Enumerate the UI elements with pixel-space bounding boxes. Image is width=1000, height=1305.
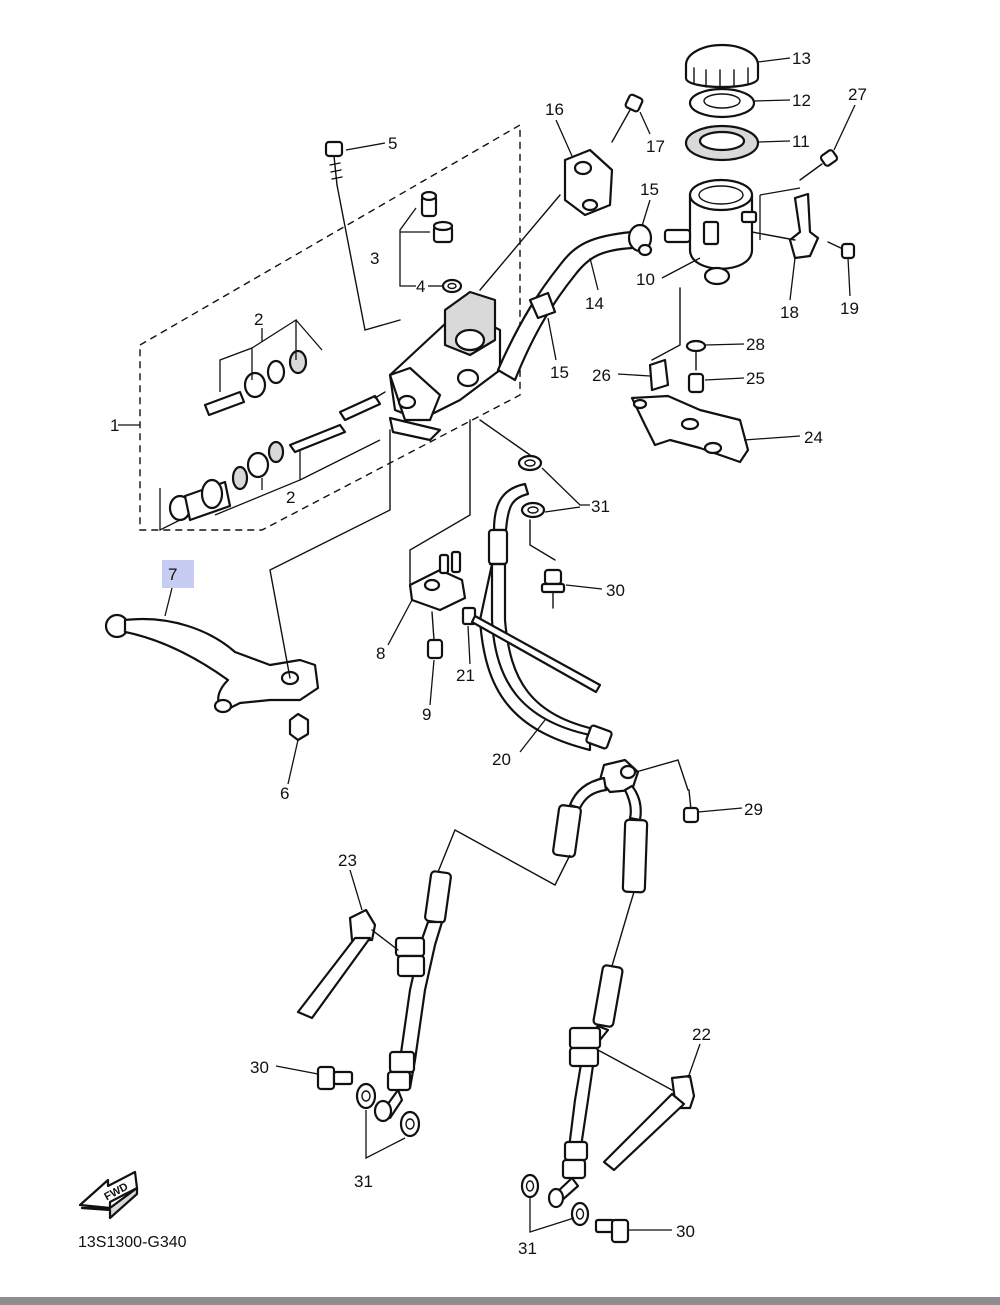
part-23-hose-guide-left [296, 908, 399, 1020]
part-17-bolt [611, 93, 644, 143]
callout-2-upper[interactable]: 2 [254, 310, 263, 329]
part-3-fittings [420, 190, 454, 244]
part-19-bolt [827, 241, 856, 260]
callout-17[interactable]: 17 [646, 137, 665, 156]
part-4-washer [441, 278, 463, 294]
callout-7-highlight [162, 560, 194, 588]
callout-25[interactable]: 25 [746, 369, 765, 388]
part-23-brake-hose-left [373, 776, 608, 1123]
callout-10[interactable]: 10 [636, 270, 655, 289]
callout-2-lower[interactable]: 2 [286, 488, 295, 507]
callout-27[interactable]: 27 [848, 85, 867, 104]
callout-30-right[interactable]: 30 [676, 1222, 695, 1241]
part-26-bracket-plate [648, 358, 670, 392]
callout-5[interactable]: 5 [388, 134, 397, 153]
part-13-cap [684, 43, 760, 89]
callout-31-right[interactable]: 31 [518, 1239, 537, 1258]
part-22-hose-guide-right [597, 1049, 696, 1172]
callout-30-left[interactable]: 30 [250, 1058, 269, 1077]
callout-16[interactable]: 16 [545, 100, 564, 119]
callout-26[interactable]: 26 [592, 366, 611, 385]
callout-30-upper[interactable]: 30 [606, 581, 625, 600]
callout-22[interactable]: 22 [692, 1025, 711, 1044]
callout-24[interactable]: 24 [804, 428, 823, 447]
callout-14[interactable]: 14 [585, 294, 604, 313]
callout-20[interactable]: 20 [492, 750, 511, 769]
callout-29[interactable]: 29 [744, 800, 763, 819]
callout-23[interactable]: 23 [338, 851, 357, 870]
callout-21[interactable]: 21 [456, 666, 475, 685]
part-7-brake-lever [104, 613, 320, 714]
callout-3[interactable]: 3 [370, 249, 379, 268]
part-31-washers-left [355, 1082, 421, 1138]
part-22-brake-hose-right [547, 784, 649, 1209]
fwd-direction-arrow-icon: FWD [78, 1170, 139, 1220]
part-30-union-bolt-upper [540, 568, 566, 609]
part-16-clamp [563, 148, 614, 217]
part-12-diaphragm-plate [688, 87, 756, 119]
callout-8[interactable]: 8 [376, 644, 385, 663]
callout-28[interactable]: 28 [746, 335, 765, 354]
callout-19[interactable]: 19 [840, 299, 859, 318]
callout-15-lower[interactable]: 15 [550, 363, 569, 382]
callout-18[interactable]: 18 [780, 303, 799, 322]
part-24-mount-bracket [630, 394, 750, 464]
assembly-boundary [139, 123, 521, 531]
part-28-screw [685, 339, 707, 371]
callout-12[interactable]: 12 [792, 91, 811, 110]
part-31-washers-upper [517, 454, 546, 519]
part-14-hose [496, 230, 634, 382]
callout-31-left[interactable]: 31 [354, 1172, 373, 1191]
part-21-cable-tie [461, 606, 602, 694]
part-30-union-bolt-left [316, 1065, 354, 1091]
callout-6[interactable]: 6 [280, 784, 289, 803]
part-29-bolt [682, 789, 700, 824]
part-31-washers-right [520, 1173, 590, 1227]
drawing-code: 13S1300-G340 [78, 1234, 187, 1251]
bottom-scrollbar-track[interactable] [0, 1297, 1000, 1305]
part-18-bracket [751, 192, 820, 260]
part-10-reservoir [663, 178, 758, 286]
callout-9[interactable]: 9 [422, 705, 431, 724]
part-2-piston-kit-upper [203, 349, 308, 417]
part-6-nut [288, 712, 310, 742]
part-11-diaphragm [684, 124, 760, 162]
part-9-screw [426, 611, 444, 660]
callout-7[interactable]: 7 [168, 565, 177, 584]
part-30-union-bolt-right [594, 1218, 630, 1244]
part-25-collar [687, 372, 705, 394]
part-5-bolt [324, 140, 344, 186]
part-2-piston-kit-lower [168, 391, 386, 522]
part-20-brake-hose [478, 482, 613, 752]
part-15-hose-clip-lower [528, 291, 557, 320]
callout-15-upper[interactable]: 15 [640, 180, 659, 199]
part-27-bolt [799, 149, 839, 181]
callout-31-upper[interactable]: 31 [591, 497, 610, 516]
master-cylinder-body [388, 290, 502, 442]
callout-13[interactable]: 13 [792, 49, 811, 68]
callout-1[interactable]: 1 [110, 416, 119, 435]
callout-11[interactable]: 11 [792, 132, 810, 151]
callout-4[interactable]: 4 [416, 277, 425, 296]
part-8-brake-switch [408, 550, 467, 612]
